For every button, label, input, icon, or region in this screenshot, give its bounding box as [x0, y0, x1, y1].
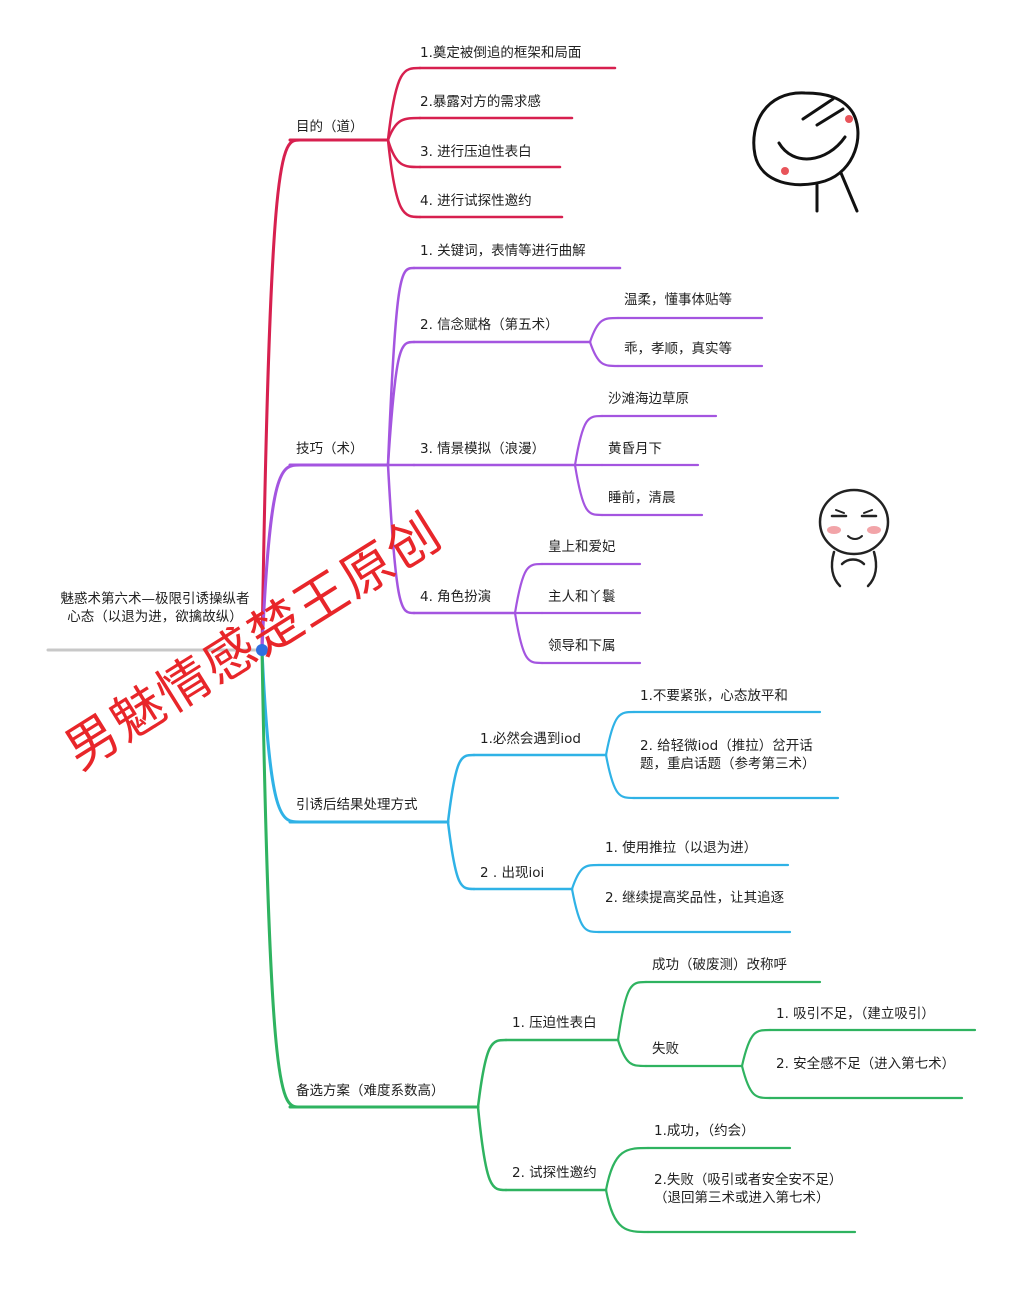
connector-curve — [570, 887, 601, 934]
smirk-face-icon — [752, 91, 860, 213]
connector-curve — [386, 340, 416, 467]
connector-curve — [446, 820, 476, 891]
connector-curve — [604, 1146, 650, 1192]
connector-curve — [604, 1188, 650, 1234]
branch-backup: 备选方案（难度系数高） — [296, 1083, 445, 1099]
connector-curve — [513, 611, 544, 665]
connector-curve — [386, 116, 422, 142]
purpose-item-2: 2.暴露对方的需求感 — [420, 94, 541, 110]
connector-curve — [740, 1028, 772, 1068]
connector-curve — [386, 138, 422, 169]
backup-item-1: 1. 压迫性表白 — [512, 1015, 597, 1031]
handling-item-1-child: 2. 给轻微iod（推拉）岔开话题，重启话题（参考第三术） — [640, 738, 816, 772]
technique-item-3-child: 睡前，清晨 — [608, 490, 676, 506]
backup-item-2-child: 2.失败（吸引或者安全安不足）（退回第三术或进入第七术） — [654, 1172, 843, 1206]
handling-item-2-child: 2. 继续提高奖品性，让其追逐 — [605, 890, 785, 906]
technique-item-3-child: 黄昏月下 — [608, 441, 662, 457]
connector-curve — [616, 980, 648, 1042]
shy-face-icon — [818, 488, 890, 588]
connector-curve — [588, 340, 620, 368]
connector-curve — [513, 562, 544, 615]
branch-handling-line — [260, 648, 302, 824]
backup-item-1-fail: 失败 — [652, 1041, 679, 1057]
connector-curve — [476, 1038, 508, 1109]
connector-curve — [573, 414, 604, 467]
handling-item-1: 1.必然会遇到iod — [480, 731, 581, 747]
backup-item-1-success: 成功（破废测）改称呼 — [652, 957, 787, 973]
connector-curve — [588, 316, 620, 344]
purpose-item-4: 4. 进行试探性邀约 — [420, 193, 532, 209]
handling-item-2-child: 1. 使用推拉（以退为进） — [605, 840, 758, 856]
connector-curve — [386, 463, 416, 615]
purpose-item-3: 3. 进行压迫性表白 — [420, 144, 532, 160]
technique-item-2-child: 乖，孝顺，真实等 — [624, 341, 732, 357]
backup-item-2: 2. 试探性邀约 — [512, 1165, 597, 1181]
technique-item-4-child: 皇上和爱妃 — [548, 539, 616, 555]
connector-curve — [604, 710, 636, 757]
branch-handling: 引诱后结果处理方式 — [296, 797, 418, 813]
connector-curve — [386, 266, 416, 467]
connector-curve — [476, 1105, 508, 1192]
branch-backup-line — [260, 648, 302, 1109]
technique-item-4-child: 领导和下属 — [548, 638, 616, 654]
connector-curve — [386, 138, 422, 219]
technique-item-3: 3. 情景模拟（浪漫） — [420, 441, 546, 457]
technique-item-1: 1. 关键词，表情等进行曲解 — [420, 243, 586, 259]
connector-curve — [616, 1038, 648, 1068]
connector-curve — [573, 463, 604, 517]
backup-fail-child: 2. 安全感不足（进入第七术） — [776, 1056, 956, 1072]
technique-item-2-child: 温柔，懂事体贴等 — [624, 292, 732, 308]
root-label: 魅惑术第六术—极限引诱操纵者心态（以退为进，欲擒故纵） — [60, 591, 250, 625]
handling-item-1-child: 1.不要紧张，心态放平和 — [640, 688, 788, 704]
technique-item-3-child: 沙滩海边草原 — [608, 391, 689, 407]
branch-purpose: 目的（道） — [296, 119, 364, 135]
connector-curve — [604, 753, 636, 800]
connector-curve — [570, 863, 601, 891]
backup-fail-child: 1. 吸引不足，（建立吸引） — [776, 1006, 935, 1022]
connector-curve — [740, 1064, 772, 1100]
handling-item-2: 2 . 出现ioi — [480, 865, 545, 881]
root-node-dot — [256, 644, 268, 656]
backup-item-2-child: 1.成功，（约会） — [654, 1123, 755, 1139]
branch-technique: 技巧（术） — [296, 441, 364, 457]
technique-item-2: 2. 信念赋格（第五术） — [420, 317, 559, 333]
connector-curve — [386, 66, 422, 142]
connector-curve — [446, 753, 476, 824]
technique-item-4-child: 主人和丫鬟 — [548, 589, 616, 605]
technique-item-4: 4. 角色扮演 — [420, 589, 492, 605]
purpose-item-1: 1.奠定被倒追的框架和局面 — [420, 45, 582, 61]
